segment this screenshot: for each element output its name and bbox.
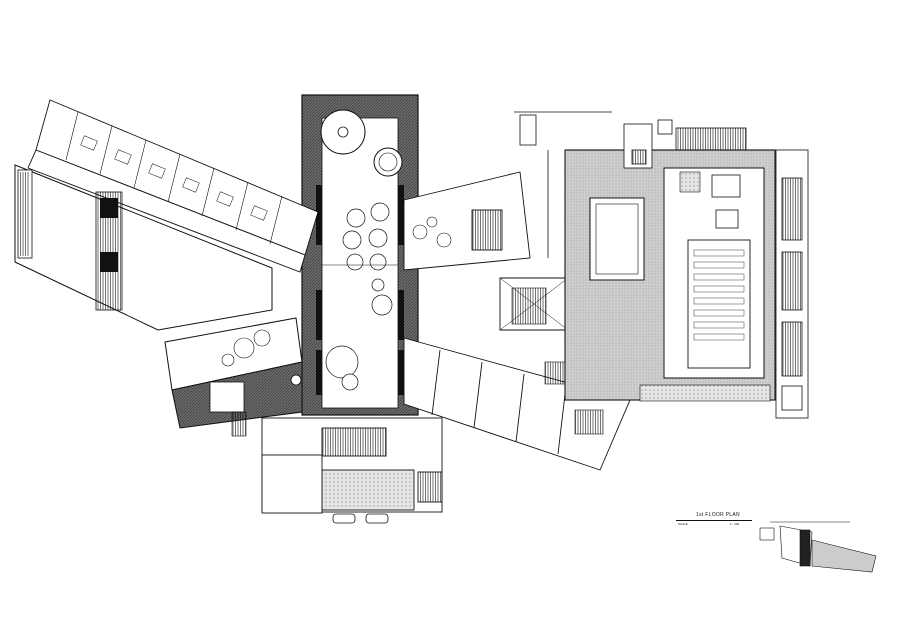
north-east-wing (403, 171, 531, 271)
title-underline (676, 520, 752, 521)
scale-label: SCALE (678, 522, 688, 526)
west-wing-block (14, 164, 273, 331)
drawing-title-block: 1st FLOOR PLAN SCALE 1 : 200 (676, 512, 752, 542)
parked-cars (332, 513, 389, 524)
guest-room-wing (27, 99, 319, 273)
conference-block (564, 149, 776, 402)
key-plan (759, 521, 877, 573)
central-hall-block (301, 94, 419, 416)
service-stairs (514, 111, 747, 258)
entrance-forecourt (261, 417, 443, 514)
parking-strip (775, 149, 809, 419)
scale-value: 1 : 200 (730, 522, 740, 526)
drawing-title: 1st FLOOR PLAN (696, 512, 740, 518)
lounge-wing (164, 317, 303, 437)
entrance-stair (499, 277, 569, 331)
